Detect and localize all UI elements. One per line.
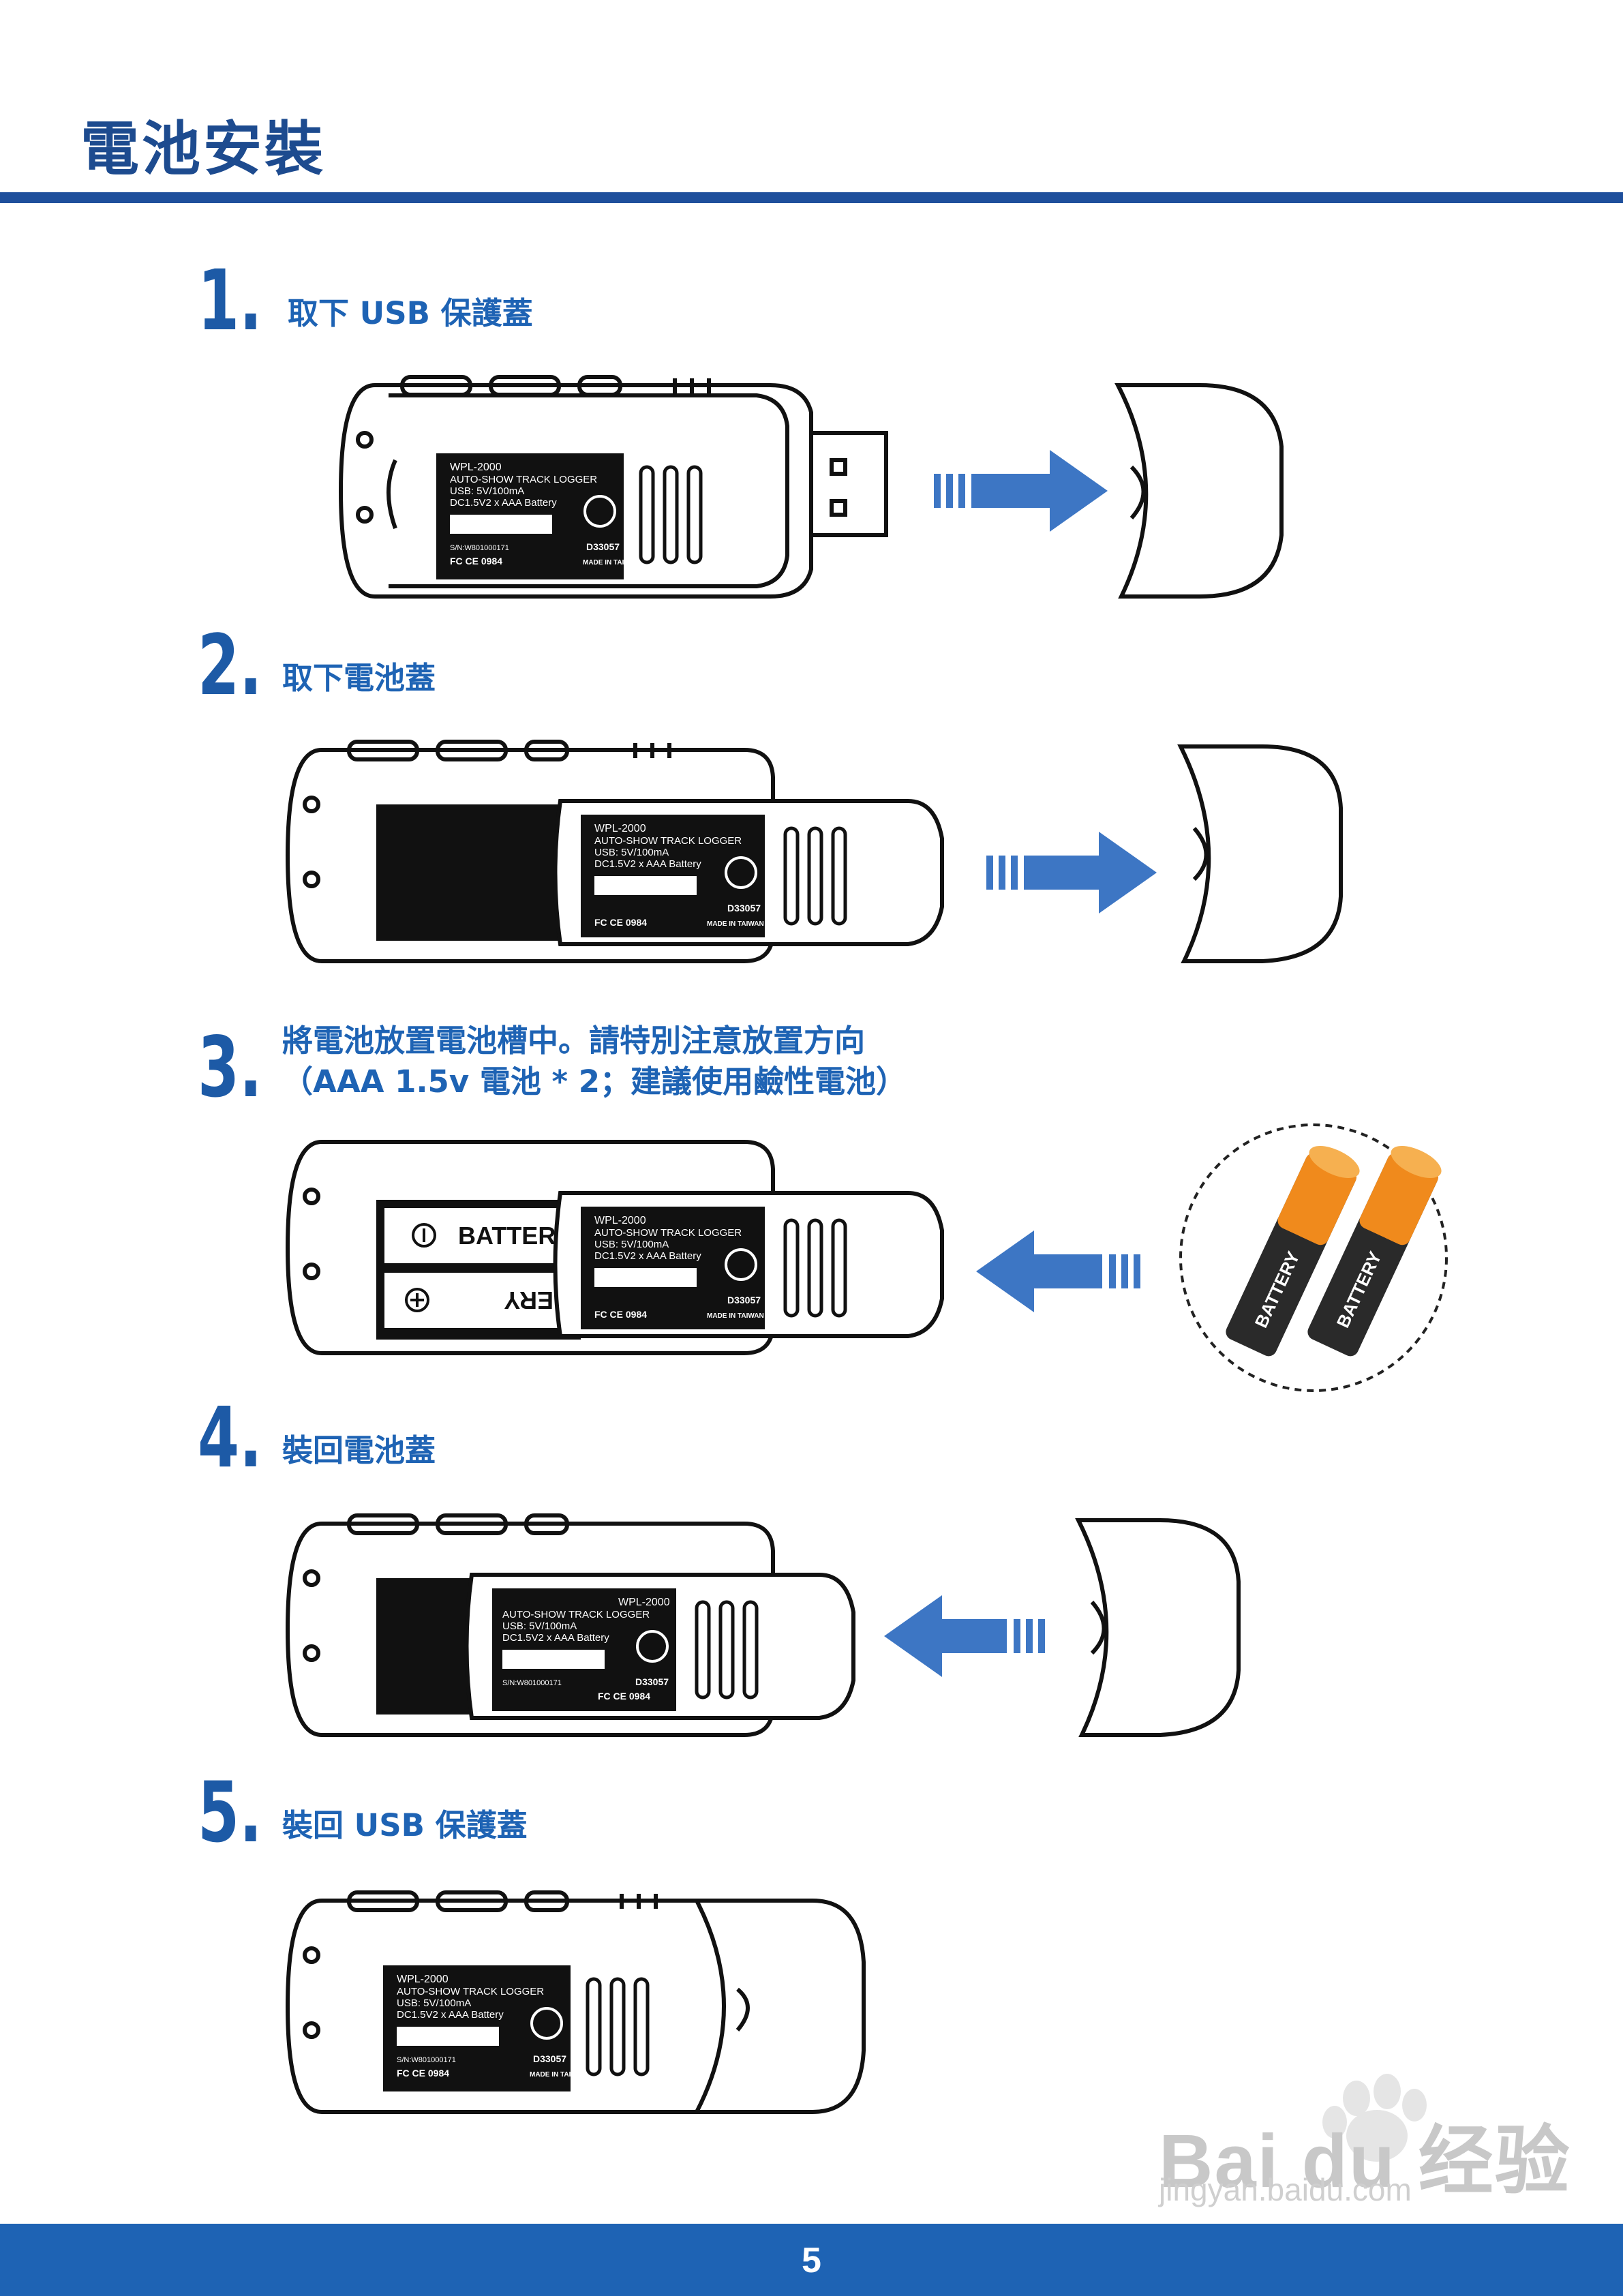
step-5-text: 裝回 USB 保護蓋	[282, 1807, 528, 1843]
usb-cap	[1177, 744, 1343, 963]
step-1-text: 取下 USB 保護蓋	[288, 295, 533, 331]
right-arrow-icon	[986, 832, 1157, 913]
svg-text:DC1.5V2 x AAA Battery: DC1.5V2 x AAA Battery	[594, 1250, 701, 1262]
battery-print-1: BATTER	[458, 1222, 556, 1250]
label-model: WPL-2000	[450, 462, 502, 473]
step-3-text-line1: 將電池放置電池槽中。請特別注意放置方向	[282, 1023, 866, 1059]
svg-text:DC1.5V2 x AAA Battery: DC1.5V2 x AAA Battery	[594, 858, 701, 870]
svg-text:AUTO-SHOW TRACK LOGGER: AUTO-SHOW TRACK LOGGER	[397, 1986, 544, 1997]
svg-text:MADE IN TAIWAN: MADE IN TAIWAN	[707, 1312, 764, 1320]
step-1-number: 1.	[198, 252, 262, 349]
batteries-in-slot: BATTER ERY	[376, 1200, 581, 1340]
step-4-text: 裝回電池蓋	[282, 1432, 436, 1468]
battery-cover-sliding: WPL-2000 AUTO-SHOW TRACK LOGGER USB: 5V/…	[464, 1573, 855, 1720]
step-1-figure: WPL-2000 AUTO-SHOW TRACK LOGGER USB: 5V/…	[338, 375, 1284, 599]
svg-text:MADE IN TAIWAN: MADE IN TAIWAN	[707, 920, 764, 928]
svg-text:S/N:W801000171: S/N:W801000171	[502, 1679, 562, 1687]
step-3-text-line2: （AAA 1.5v 電池 * 2；建議使用鹼性電池）	[282, 1063, 907, 1100]
left-arrow-icon	[976, 1230, 1140, 1312]
step-3-figure: BATTER ERY WPL-2000 AUTO-SHOW TRACK LOGG…	[285, 1123, 1448, 1392]
svg-text:D33057: D33057	[727, 903, 761, 913]
battery-cover-sliding: WPL-2000 AUTO-SHOW TRACK LOGGER USB: 5V/…	[553, 799, 944, 946]
label-origin: MADE IN TAIWAN	[583, 559, 640, 567]
label-code: D33057	[586, 541, 620, 552]
step-5-figure: WPL-2000 AUTO-SHOW TRACK LOGGER USB: 5V/…	[285, 1890, 866, 2114]
svg-text:D33057: D33057	[727, 1295, 761, 1305]
svg-text:WPL-2000: WPL-2000	[594, 1215, 646, 1226]
step-2-text: 取下電池蓋	[282, 660, 436, 696]
label-product: AUTO-SHOW TRACK LOGGER	[450, 474, 597, 485]
svg-text:USB: 5V/100mA: USB: 5V/100mA	[594, 847, 669, 858]
svg-text:DC1.5V2 x AAA Battery: DC1.5V2 x AAA Battery	[502, 1632, 609, 1644]
watermark-brand: Bai du 经验	[1159, 2119, 1571, 2203]
step-3-number: 3.	[198, 1019, 262, 1116]
usb-cap	[1114, 383, 1284, 599]
svg-text:USB: 5V/100mA: USB: 5V/100mA	[502, 1620, 577, 1632]
title-rule	[0, 192, 1623, 203]
svg-text:USB: 5V/100mA: USB: 5V/100mA	[397, 1997, 471, 2009]
battery-slot-empty	[376, 804, 567, 941]
usb-cap	[1075, 1518, 1241, 1737]
step-4-figure: WPL-2000 AUTO-SHOW TRACK LOGGER USB: 5V/…	[285, 1513, 1241, 1737]
svg-text:FC CE 0984: FC CE 0984	[397, 2068, 449, 2079]
svg-text:D33057: D33057	[533, 2053, 566, 2064]
right-arrow-icon	[934, 450, 1108, 532]
device-label: WPL-2000 AUTO-SHOW TRACK LOGGER USB: 5V/…	[436, 453, 640, 579]
battery-print-2: ERY	[504, 1286, 553, 1314]
svg-text:DC1.5V2 x AAA Battery: DC1.5V2 x AAA Battery	[397, 2009, 504, 2021]
left-arrow-icon	[884, 1595, 1045, 1677]
svg-text:FC CE 0984: FC CE 0984	[594, 1309, 647, 1320]
svg-text:WPL-2000: WPL-2000	[618, 1597, 670, 1608]
svg-text:AUTO-SHOW TRACK LOGGER: AUTO-SHOW TRACK LOGGER	[594, 835, 742, 847]
svg-text:MADE IN TAIWAN: MADE IN TAIWAN	[530, 2071, 587, 2079]
watermark-url: jingyan.baidu.com	[1159, 2172, 1412, 2207]
battery-cover-sliding: WPL-2000 AUTO-SHOW TRACK LOGGER USB: 5V/…	[553, 1191, 944, 1338]
step-2-figure: WPL-2000 AUTO-SHOW TRACK LOGGER USB: 5V/…	[285, 740, 1343, 963]
page-title: 電池安裝	[80, 115, 326, 183]
footer-bar: 5	[0, 2224, 1623, 2296]
step-5-number: 5.	[198, 1764, 262, 1861]
baidu-paw-icon	[1322, 2074, 1427, 2162]
device-label: WPL-2000 AUTO-SHOW TRACK LOGGER USB: 5V/…	[383, 1965, 587, 2091]
label-serial: S/N:W801000171	[450, 544, 509, 552]
page-number: 5	[802, 2241, 821, 2280]
label-usb: USB: 5V/100mA	[450, 485, 524, 497]
label-battery: DC1.5V2 x AAA Battery	[450, 497, 557, 509]
step-4-number: 4.	[198, 1389, 262, 1486]
svg-text:USB: 5V/100mA: USB: 5V/100mA	[594, 1239, 669, 1250]
svg-text:AUTO-SHOW TRACK LOGGER: AUTO-SHOW TRACK LOGGER	[594, 1227, 742, 1239]
svg-text:WPL-2000: WPL-2000	[397, 1974, 449, 1985]
svg-text:WPL-2000: WPL-2000	[594, 823, 646, 834]
label-cert: FC CE 0984	[450, 556, 502, 567]
svg-text:AUTO-SHOW TRACK LOGGER: AUTO-SHOW TRACK LOGGER	[502, 1609, 650, 1620]
step-2-number: 2.	[198, 617, 262, 714]
svg-text:FC CE 0984: FC CE 0984	[598, 1691, 650, 1702]
batteries-illustration: BATTERY BATTERY	[1179, 1123, 1448, 1392]
svg-text:S/N:W801000171: S/N:W801000171	[397, 2056, 456, 2064]
svg-text:FC CE 0984: FC CE 0984	[594, 917, 647, 928]
svg-text:D33057: D33057	[635, 1676, 669, 1687]
